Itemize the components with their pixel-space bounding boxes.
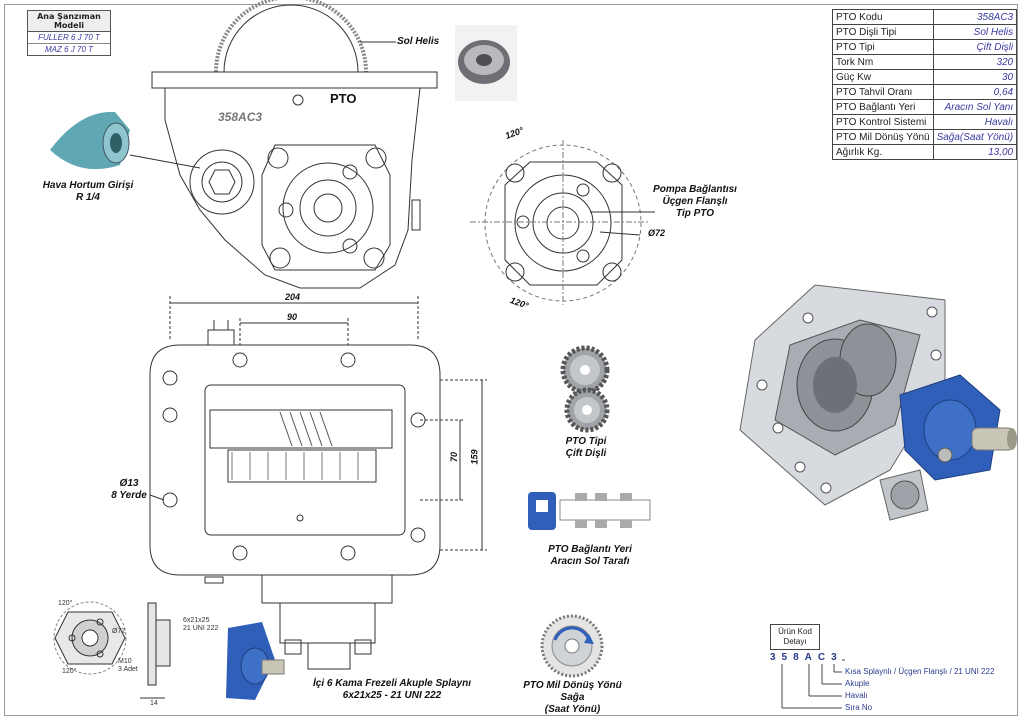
connection-location-label: PTO Bağlantı Yeri Aracın Sol Tarafı	[535, 544, 645, 568]
pto-type-line1: PTO Tipi	[565, 436, 607, 447]
hole-diameter: Ø13	[119, 478, 139, 489]
code-item: Kısa Splaynlı / Üçgen Flanşlı / 21 UNI 2…	[845, 667, 995, 676]
code-item: Havalı	[845, 691, 868, 700]
rotation-direction-icon	[540, 614, 604, 678]
dimension-204: 204	[285, 292, 301, 302]
spline-label: İçi 6 Kama Frezeli Akuple Splaynı 6x21x2…	[292, 678, 492, 702]
air-inlet-label: Hava Hortum Girişi R 1/4	[28, 180, 148, 204]
air-hose-fitting-photo	[50, 111, 130, 170]
code-item: Akuple	[845, 679, 870, 688]
rotation-line1: PTO Mil Dönüş Yönü	[523, 680, 622, 691]
sol-helis-label: Sol Helis	[397, 36, 440, 47]
air-inlet-boss	[189, 149, 255, 215]
rotation-line3: (Saat Yönü)	[544, 704, 601, 715]
air-inlet-label-line2: R 1/4	[76, 192, 100, 203]
gearbox-model-box: Ana Şanzıman Modeli FULLER 6 J 70 T MAZ …	[27, 10, 111, 56]
pto-type-line2: Çift Dişli	[565, 448, 607, 459]
spec-key: Ağırlık Kg.	[832, 144, 934, 160]
air-inlet-ring	[201, 161, 243, 203]
code-item: Sıra No	[845, 703, 873, 712]
model-row: MAZ 6 J 70 T	[44, 45, 93, 54]
drawing-frame	[4, 4, 1018, 716]
housing-outline-front	[164, 87, 421, 289]
top-view	[149, 318, 487, 670]
air-inlet-label-line1: Hava Hortum Girişi	[42, 180, 134, 191]
bolt-hole	[292, 94, 304, 106]
small-flange-view	[53, 601, 171, 699]
bolt-hole	[342, 238, 358, 254]
flange-plate-front	[261, 144, 391, 271]
model-box-title: Ana Şanzıman Modeli	[28, 11, 110, 32]
spline-line2: 6x21x25 - 21 UNI 222	[342, 690, 442, 701]
housing-code-cast: 358AC3	[218, 110, 263, 124]
product-code-box-line2: Detayı	[783, 637, 807, 646]
small-m10-line2: 3 Adet	[118, 666, 138, 673]
small-spline-spec: 6x21x25 21 UNI 222	[183, 617, 218, 633]
pump-label-line3: Tip PTO	[676, 208, 714, 219]
small-dim-14: 14	[150, 700, 158, 707]
output-flange-front	[282, 162, 374, 254]
double-gear-icon	[560, 345, 610, 433]
blue-coupling-photo	[226, 622, 285, 700]
small-spline-line1: 6x21x25	[183, 617, 210, 624]
spline-line1: İçi 6 Kama Frezeli Akuple Splaynı	[312, 678, 472, 689]
product-code-digits: 358AC3	[770, 652, 843, 663]
bolt-hole	[363, 247, 385, 269]
pump-label-line1: Pompa Bağlantısı	[653, 184, 737, 195]
dimension-159: 159	[469, 449, 480, 465]
small-angle-120a: 120°	[58, 600, 73, 607]
truck-location-icon	[528, 492, 651, 530]
side-boss-front	[411, 199, 421, 231]
top-flange-front	[151, 71, 438, 89]
product-code-box-line1: Ürün Kod	[778, 627, 812, 636]
spec-row: Ağırlık Kg.13,00	[832, 144, 1018, 160]
sol-helis-gear-photo	[455, 25, 517, 101]
bolt-hole	[365, 147, 387, 169]
pto-product-render	[739, 284, 1017, 521]
rotation-label: PTO Mil Dönüş Yönü Sağa (Saat Yönü)	[515, 680, 630, 716]
small-spline-line2: 21 UNI 222	[183, 625, 219, 632]
product-code-box: Ürün Kod Detayı	[770, 624, 820, 650]
spline-shaft-front	[313, 193, 343, 223]
model-row: FULLER 6 J 70 T	[28, 32, 110, 44]
pto-type-label: PTO Tipi Çift Dişli	[548, 436, 624, 460]
hole-spec-label: Ø13 8 Yerde	[104, 478, 154, 502]
dimension-90: 90	[287, 312, 298, 322]
small-m10-spec: M10 3 Adet	[118, 658, 138, 674]
connection-line1: PTO Bağlantı Yeri	[548, 544, 632, 555]
bolt-hole	[278, 202, 294, 218]
output-hub-front	[299, 179, 357, 237]
air-inlet-nut	[208, 169, 236, 195]
dimension-70: 70	[449, 451, 460, 463]
dimension-72: Ø72	[648, 228, 666, 238]
connection-line2: Aracın Sol Tarafı	[550, 556, 630, 567]
gear-outline-front	[214, 0, 368, 73]
pump-connection-label: Pompa Bağlantısı Üçgen Flanşlı Tip PTO	[640, 184, 750, 220]
bolt-hole	[267, 147, 289, 169]
bolt-hole	[342, 164, 358, 180]
product-code-tree	[781, 659, 845, 709]
housing-brand-cast: PTO	[330, 91, 357, 106]
spec-value: 13,00	[932, 144, 1018, 160]
pump-label-line2: Üçgen Flanşlı	[662, 196, 728, 207]
pump-flange-view	[470, 140, 655, 305]
small-angle-120b: 120°	[62, 668, 77, 675]
small-dim-72: Ø72	[112, 628, 126, 635]
small-m10-line1: M10	[118, 658, 132, 665]
rotation-line2: Sağa	[560, 692, 585, 703]
bolt-hole	[269, 247, 291, 269]
hole-count: 8 Yerde	[111, 490, 147, 501]
